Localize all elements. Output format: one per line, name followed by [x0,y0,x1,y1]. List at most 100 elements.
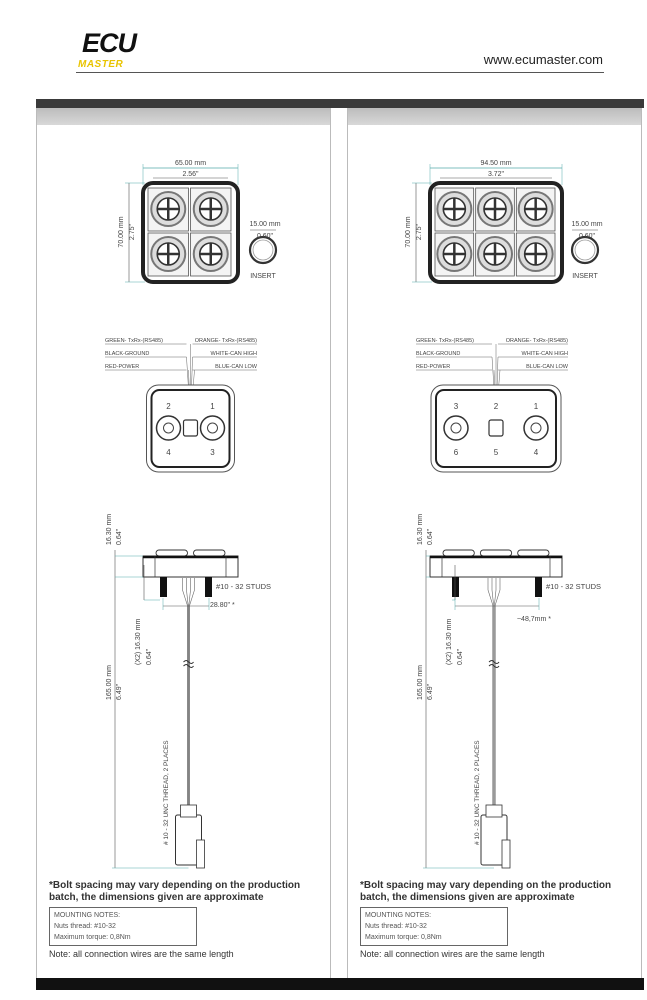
wire-label-blue: BLUE-CAN LOW [215,364,258,370]
body-profile [142,555,239,578]
wire [491,578,494,810]
studs-label: #10 - 32 STUDS [216,582,271,591]
center-plug [182,419,199,437]
depth-mm-label: 16.30 mm [106,514,113,545]
mounting-notes-thread: Nuts thread: #10-32 [365,923,427,930]
notes-section: *Bolt spacing may vary depending on the … [49,880,327,960]
button-profile [193,549,226,557]
depth-mm-label: 16.30 mm [417,514,424,545]
break-symbol [183,660,194,668]
bolt-spacing-disclaimer: *Bolt spacing may vary depending on the … [360,880,612,903]
pin-number: 1 [210,402,215,411]
stud-socket-inner [163,422,174,434]
website-url[interactable]: www.ecumaster.com [483,52,603,67]
wire [182,578,188,810]
wire [487,578,494,810]
thread-spec-label: # 10 - 32 UNC THREAD, 2 PLACES [474,740,481,845]
stud [535,577,542,597]
panel-header [348,108,641,125]
bolt-spacing-label: ~48,7mm * [517,616,551,623]
wire-label-black: BLACK-GROUND [105,351,149,357]
pin-number: 5 [494,448,499,457]
mounting-notes-box: MOUNTING NOTES: Nuts thread: #10-32 Maxi… [360,907,508,946]
stud [452,577,459,597]
height-in-label: 2.75" [416,223,423,240]
pin-number: 2 [494,402,499,411]
connector-view: GREEN- TxRx-(RS485) BLACK-GROUND RED-POWER… [416,338,569,473]
connector-inner [435,389,557,468]
mounting-notes-thread: Nuts thread: #10-32 [54,923,116,930]
bottom-bar [36,978,644,990]
length-in-label: 6.49" [427,683,434,700]
depth-in-label: 0.64" [427,528,434,545]
wire-length-note: Note: all connection wires are the same … [49,949,234,959]
stud-socket-inner [207,422,218,434]
insert-label: INSERT [572,273,598,280]
insert-mm-label: 15.00 mm [571,221,602,228]
pin-number: 3 [454,402,459,411]
wire-label-red: RED-POWER [105,364,139,370]
panel-header [37,108,330,125]
bolt-spacing-disclaimer: *Bolt spacing may vary depending on the … [49,880,301,903]
wire-label-white: WHITE-CAN HIGH [522,351,568,357]
stud-socket-inner [450,422,462,434]
pin-number: 4 [534,448,539,457]
insert-circle [570,235,600,265]
mounting-notes-title: MOUNTING NOTES: [54,912,121,919]
logo-text-master: MASTER [78,59,124,70]
button-profile [517,549,550,557]
wire [186,578,189,810]
insert-label: INSERT [250,273,276,280]
depth-in-label: 0.64" [116,528,123,545]
width-mm-label: 94.50 mm [480,160,511,167]
pin-number: 3 [210,448,215,457]
wire-label-black: BLACK-GROUND [416,351,460,357]
wire [189,578,195,810]
center-plug [488,419,504,437]
stud [205,577,212,597]
stud-socket-inner [530,422,542,434]
connector-view: GREEN- TxRx-(RS485)BLACK-GROUNDRED-POWER… [105,338,258,473]
thread-spec-label: # 10 - 32 UNC THREAD, 2 PLACES [163,740,170,845]
width-mm-label: 65.00 mm [175,160,206,167]
pin-number: 2 [166,402,171,411]
stud-length-mm-label: (X2) 16.30 mm [135,619,142,665]
mounting-notes-box: MOUNTING NOTES: Nuts thread: #10-32 Maxi… [49,907,197,946]
wire-label-orange: ORANGE- TxRx-(RS485) [195,338,257,344]
wire [494,578,497,810]
wire-label-blue: BLUE-CAN LOW [526,364,569,370]
length-mm-label: 165.00 mm [106,665,113,700]
width-in-label: 3.72" [488,171,505,178]
connector-inner [150,389,231,468]
insert-inner [252,239,274,261]
stud [160,577,167,597]
top-bar [36,99,644,108]
body-profile [429,555,563,578]
wire-label-green: GREEN- TxRx-(RS485) [416,338,474,344]
length-in-label: 6.49" [116,683,123,700]
length-mm-label: 165.00 mm [417,665,424,700]
pin-number: 6 [454,448,459,457]
wire [494,578,501,810]
button-profile [442,549,475,557]
plug-boot [180,804,197,818]
stud-length-in-label: 0.64" [457,648,464,665]
logo-text-ecu: ECU [82,28,137,58]
mounting-notes-torque: Maximum torque: 0,8Nm [365,934,442,941]
stud-length-mm-label: (X2) 16.30 mm [446,619,453,665]
mounting-notes-torque: Maximum torque: 0,8Nm [54,934,131,941]
height-mm-label: 70.00 mm [405,216,412,247]
break-symbol [488,660,500,668]
width-in-label: 2.56" [182,171,199,178]
wire-length-note: Note: all connection wires are the same … [360,949,545,959]
plug-latch [501,839,511,869]
header-divider [76,72,604,73]
pin-number: 4 [166,448,171,457]
insert-in-label: 0.60" [257,233,274,240]
wire-label-red: RED-POWER [416,364,450,370]
